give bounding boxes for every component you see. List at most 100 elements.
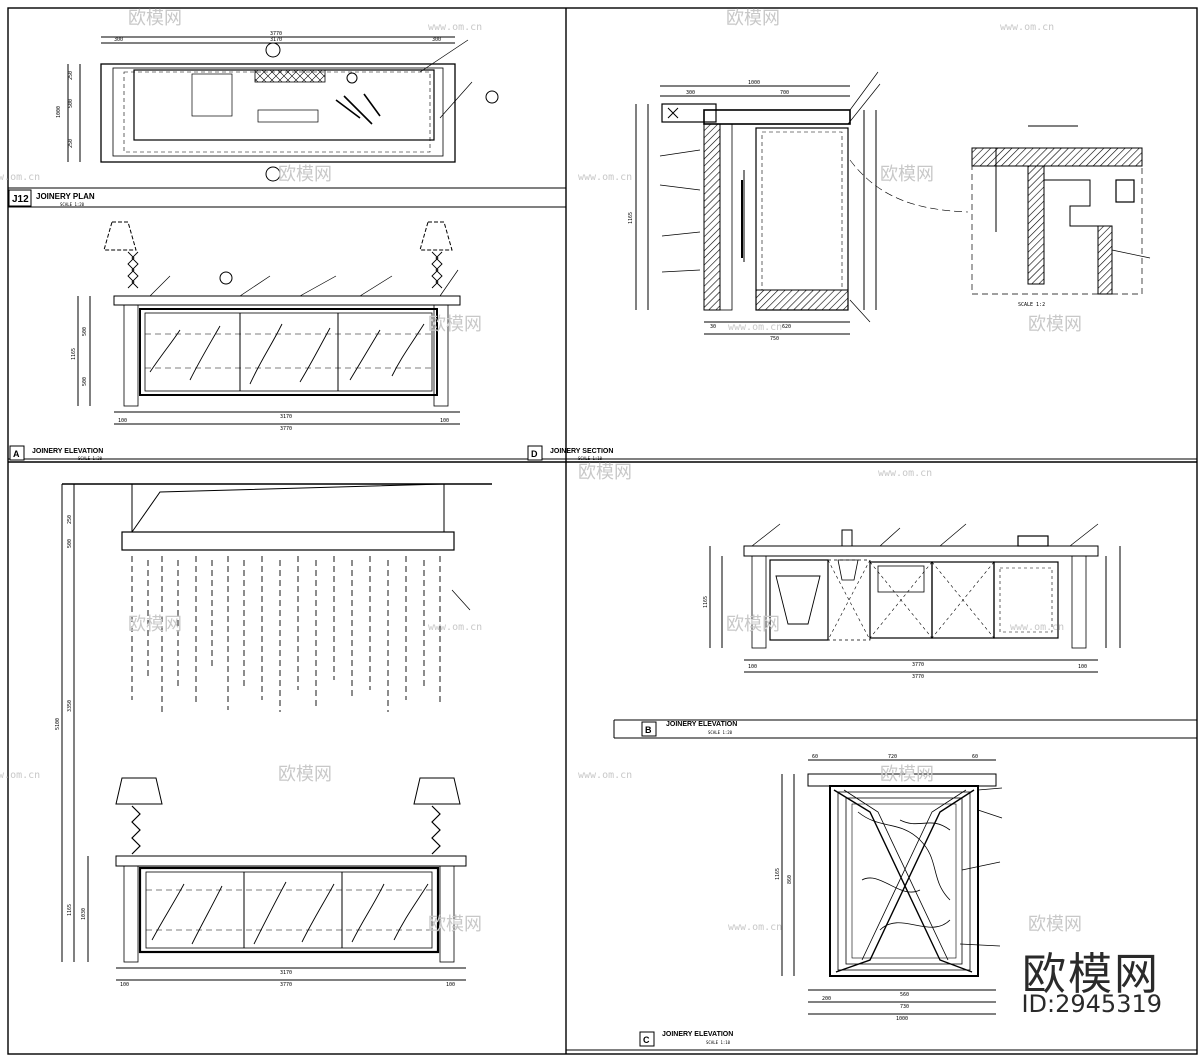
ea-dim-left: 100 [118,418,127,424]
ea2-dim-h1: 250 [67,515,73,524]
watermark-url: www.om.cn [578,172,632,183]
plan-dim-left: 300 [114,37,123,43]
ec-dim-inner-w: 730 [900,1004,909,1010]
watermark-url: www.om.cn [1000,22,1054,33]
elevation-a-tag: A [13,449,20,459]
watermark-url: www.om.cn [0,172,40,183]
watermark-brand: 欧模网 [578,462,632,483]
watermark-url: www.om.cn [728,322,782,333]
watermark-url: www.om.cn [428,22,482,33]
watermark-brand: 欧模网 [278,764,332,785]
watermark-brand: 欧模网 [128,8,182,29]
elevation-a [77,221,461,425]
watermark-brand: 欧模网 [128,614,182,635]
watermark-url: www.om.cn [0,770,40,781]
elevation-b-scale: SCALE 1:20 [708,730,733,735]
watermark-url: www.om.cn [428,622,482,633]
ea-dim-right: 100 [440,418,449,424]
brand-logo-text: 欧模网 [1022,949,1160,1000]
ec-dim-top: 720 [888,754,897,760]
watermark-brand: 欧模网 [1028,914,1082,935]
elevation-c-scale: SCALE 1:10 [706,1040,731,1045]
ea-dim-h2: 500 [82,377,88,386]
ec-dim-inner-h: 860 [787,875,793,884]
eb-dim-inner: 3770 [912,662,924,668]
watermark-brand: 欧模网 [278,164,332,185]
watermark-brand: 欧模网 [880,764,934,785]
watermark-url: www.om.cn [1010,622,1064,633]
elevation-b-tag: B [645,725,652,735]
elevation-b [709,523,1121,673]
watermarks: 欧模网 欧模网 欧模网 欧模网 欧模网 欧模网 欧模网 欧模网 欧模网 欧模网 … [128,8,1082,935]
section-d [635,71,1151,335]
sd-dim-right: 700 [780,90,789,96]
section-d-scale: SCALE 1:10 [578,456,603,461]
ea2-dim-h3: 3350 [67,700,73,712]
ea2-dim-overall: 3770 [280,982,292,988]
elevation-b-dimension-labels: 1165 3770 3770 100 100 [703,596,1087,680]
ea2-dim-left: 100 [120,982,129,988]
sd-dim-height: 1165 [628,212,634,224]
watermark-brand: 欧模网 [428,914,482,935]
ec-dim-height: 1165 [775,868,781,880]
plan-title: JOINERY PLAN [36,192,95,201]
ec-dim-left: 200 [822,996,831,1002]
eb-dim-height: 1165 [703,596,709,608]
watermark-url: www.om.cn [728,922,782,933]
elevation-a-scale: SCALE 1:20 [78,456,103,461]
ea-dim-h1: 500 [82,327,88,336]
eb-dim-right: 100 [1078,664,1087,670]
elevation-c-tag: C [643,1035,650,1045]
watermark-url: www.om.cn [578,770,632,781]
title-bar-plan: J12 JOINERY PLAN SCALE 1:20 [8,189,566,208]
ec-dim-mid: 560 [900,992,909,998]
ec-dim-top-left: 60 [812,754,818,760]
plan-dimension-labels: 3770 300 3170 300 1000 250 500 250 [56,31,441,148]
eb-dim-overall: 3770 [912,674,924,680]
watermark-brand: 欧模网 [726,614,780,635]
elevation-c-dimension-labels: 720 60 60 1165 860 200 560 730 1000 [775,754,978,1022]
section-d-dimension-labels: 1000 300 700 1165 750 620 30 SCALE 1:2 [628,80,1045,342]
plan-dim-d2: 500 [68,99,74,108]
title-bar-elevation-a: A JOINERY ELEVATION SCALE 1:20 [8,445,566,461]
plan-dim-depth: 1000 [56,106,62,118]
sd-dim-small: 30 [710,324,716,330]
section-d-tag: D [531,449,538,459]
elevation-a2-dimension-labels: 250 500 3350 5100 1165 1030 3170 3770 10… [55,515,455,988]
sd-detail-scale: SCALE 1:2 [1018,302,1045,308]
ea2-dim-right: 100 [446,982,455,988]
sd-dim-bottom: 750 [770,336,779,342]
elevation-a-with-chandelier [61,483,492,981]
watermark-url: www.om.cn [878,468,932,479]
elevation-a-dimension-labels: 1165 500 500 3170 3770 100 100 [71,327,449,432]
title-bar-elevation-b: B JOINERY ELEVATION SCALE 1:20 [613,719,1197,739]
elevation-a-title: JOINERY ELEVATION [32,448,103,455]
eb-dim-left: 100 [748,664,757,670]
plan-dim-overall: 3770 [270,31,282,37]
joinery-plan [67,36,499,182]
ea-dim-overall: 3770 [280,426,292,432]
watermark-brand: 欧模网 [428,314,482,335]
ea2-dim-total: 5100 [55,718,61,730]
plan-scale: SCALE 1:20 [60,202,85,207]
ea-dim-height: 1165 [71,348,77,360]
elevation-b-title: JOINERY ELEVATION [666,721,737,728]
ec-dim-overall: 1000 [896,1016,908,1022]
title-bar-elevation-c: C JOINERY ELEVATION SCALE 1:10 [566,1031,1197,1051]
image-id-label: ID:2945319 [1021,990,1162,1018]
sheet-frame [7,7,1198,1055]
title-bar-section-d: D JOINERY SECTION SCALE 1:10 [526,445,1197,461]
ea2-dim-inner: 3170 [280,970,292,976]
ea2-dim-h5: 1030 [81,908,87,920]
plan-dim-d3: 250 [68,139,74,148]
ea2-dim-h4: 1165 [67,904,73,916]
ea2-dim-h2: 500 [67,539,73,548]
watermark-brand: 欧模网 [726,8,780,29]
watermark-brand: 欧模网 [1028,314,1082,335]
sd-dim-overall: 1000 [748,80,760,86]
watermark-urls: www.om.cn www.om.cn www.om.cn www.om.cn … [0,22,1064,933]
ec-dim-top-right: 60 [972,754,978,760]
ea-dim-inner: 3170 [280,414,292,420]
